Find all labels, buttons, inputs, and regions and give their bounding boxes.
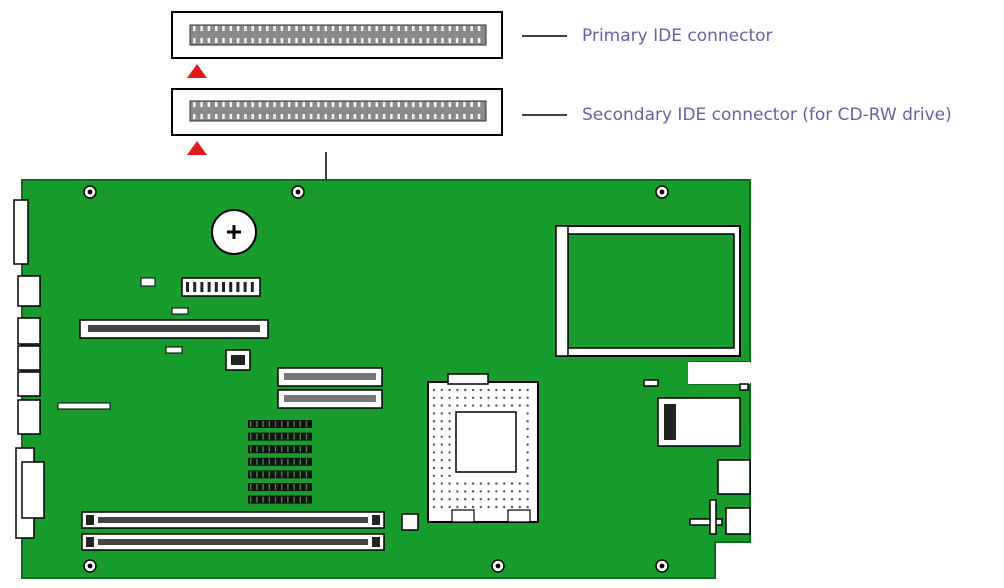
- fan-connector: [401, 513, 419, 531]
- primary-ide-connector-enlarged: [171, 11, 503, 59]
- power-header: [181, 277, 261, 297]
- motherboard: [13, 179, 751, 579]
- cpu-socket: [427, 373, 539, 523]
- chipset-heatsink: [248, 420, 312, 504]
- memory-slot-1: [81, 511, 385, 529]
- small-header: [171, 307, 189, 315]
- secondary-ide-connector-enlarged: [171, 88, 503, 136]
- primary-ide-connector-board: [277, 367, 383, 387]
- secondary-ide-label: Secondary IDE connector (for CD-RW drive…: [582, 105, 952, 125]
- secondary-ide-connector-board: [277, 389, 383, 409]
- small-header: [165, 346, 183, 354]
- front-panel-header: [57, 402, 111, 410]
- agp-slot: [79, 319, 269, 339]
- right-edge-connectors: [643, 362, 751, 535]
- screw-hole-icon: [83, 185, 669, 573]
- small-chip: [225, 349, 251, 371]
- riser-card-slot: [555, 225, 741, 357]
- coin-battery-icon: [211, 209, 257, 255]
- jumper: [140, 277, 156, 287]
- red-triangle-icon: [187, 141, 207, 155]
- primary-ide-label: Primary IDE connector: [582, 26, 773, 46]
- red-triangle-icon: [187, 64, 207, 78]
- memory-slot-2: [81, 533, 385, 551]
- rear-io-ports: [13, 199, 45, 539]
